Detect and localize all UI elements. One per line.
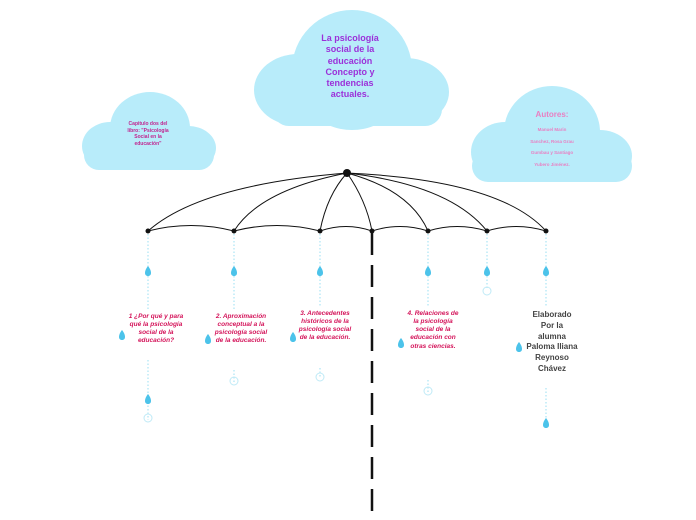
rib-tips (145, 169, 549, 234)
water-drop-icon (231, 266, 237, 276)
water-drop-icon (516, 342, 522, 352)
author-name: Yubero Jiménez. (534, 162, 570, 168)
water-drop-icon (205, 334, 211, 344)
umbrella-ribs (147, 172, 547, 232)
water-drop-icon (119, 330, 125, 340)
credit-label: Elaborado Por la alumna Paloma Iliana Re… (526, 310, 578, 373)
water-drop-icon (484, 266, 490, 276)
water-drop-icon (317, 266, 323, 276)
bubble-icon (315, 372, 325, 382)
water-drop-icon (543, 418, 549, 428)
water-drop-icon (398, 338, 404, 348)
bubble-icon (482, 286, 492, 296)
author-name: Gumbau y Santiago (530, 150, 574, 156)
author-name: Sanchez, Rosa Grau (530, 138, 574, 144)
bubble-icon (423, 386, 433, 396)
water-drops (119, 266, 549, 428)
bubble-icon (229, 376, 239, 386)
branch-3-label: 3. Antecedentes históricos de la psicolo… (298, 310, 352, 342)
water-drop-icon (145, 394, 151, 404)
branch-4-label: 4. Relaciones de la psicología social de… (407, 310, 459, 350)
central-topic: La psicología social de la educación Con… (321, 33, 379, 100)
water-drop-icon (543, 266, 549, 276)
water-drop-icon (290, 332, 296, 342)
water-drop-icon (425, 266, 431, 276)
water-drop-icon (145, 266, 151, 276)
cloud-left (82, 92, 216, 170)
cloud-main (254, 10, 449, 130)
cloud-right (471, 86, 632, 182)
authors-heading: Autores: (535, 110, 569, 119)
bubble-icon (143, 413, 153, 423)
source-note: Capitulo dos del libro: "Psicología Soci… (127, 121, 169, 147)
branch-1-label: 1 ¿Por qué y para qué la psicología soci… (128, 313, 184, 345)
branch-2-label: 2. Aproximación conceptual a la psicolog… (214, 313, 268, 345)
author-name: Manuel Marin (537, 127, 567, 132)
authors-list: Manuel Marin Sanchez, Rosa Grau Gumbau y… (520, 124, 584, 171)
